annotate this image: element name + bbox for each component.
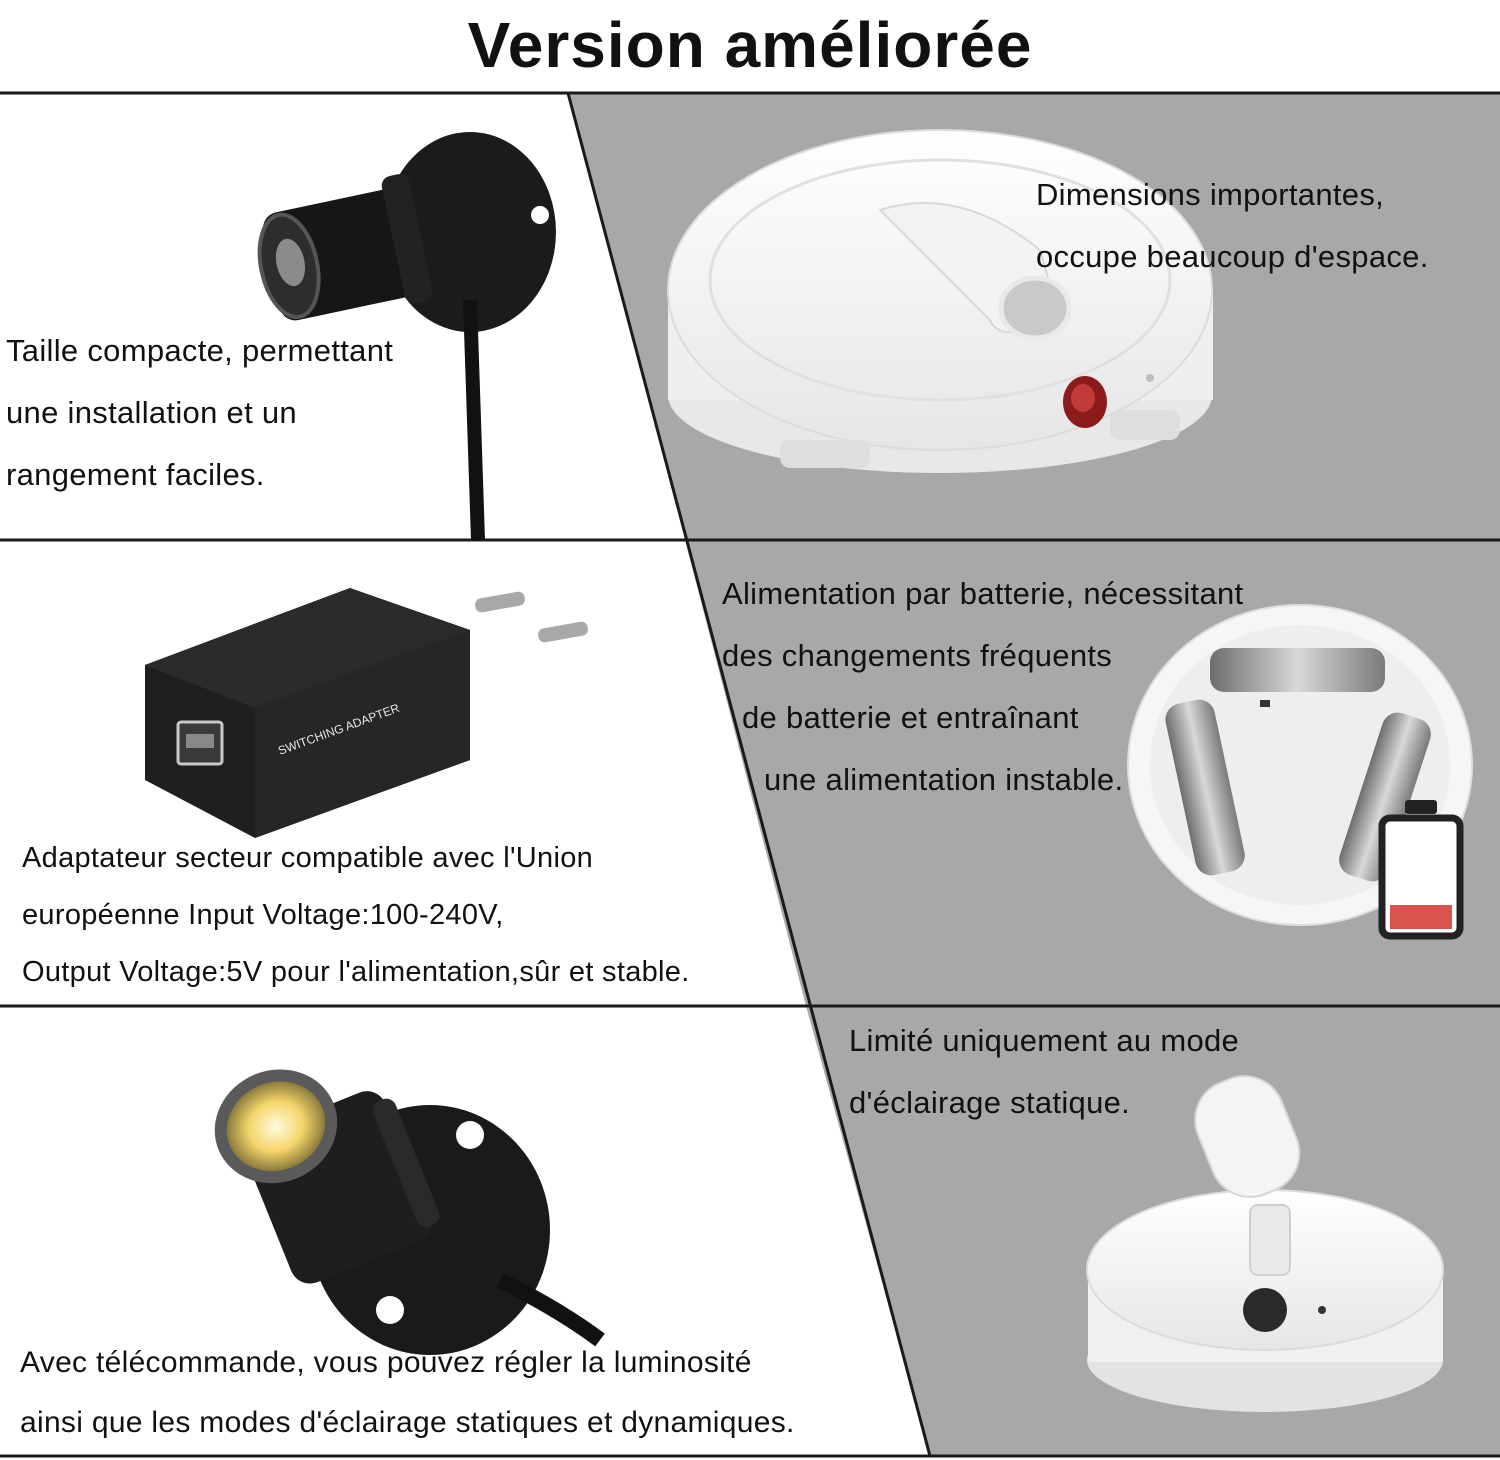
text-line: Adaptateur secteur compatible avec l'Uni… xyxy=(22,842,594,874)
battery-low-icon xyxy=(1378,800,1464,940)
text-line: de batterie et entraînant xyxy=(742,700,1079,735)
row-3-left-text: Avec télécommande, vous pouvez régler la… xyxy=(20,1333,795,1453)
puck-spotlight-icon xyxy=(1086,1075,1444,1412)
text-line: des changements fréquents xyxy=(722,638,1113,673)
text-line: Taille compacte, permettant xyxy=(6,333,394,368)
text-line: ainsi que les modes d'éclairage statique… xyxy=(20,1406,795,1439)
mini-spotlight-black-icon xyxy=(257,132,556,541)
text-line: rangement faciles. xyxy=(6,457,265,492)
text-line: Limité uniquement au mode xyxy=(849,1023,1240,1058)
row-2-left-text: Adaptateur secteur compatible avec l'Uni… xyxy=(22,830,690,1001)
eu-usb-adapter-icon: SWITCHING ADAPTER xyxy=(145,588,588,838)
text-line: d'éclairage statique. xyxy=(849,1085,1131,1120)
text-line: une installation et un xyxy=(6,395,297,430)
lit-spotlight-icon xyxy=(214,1069,605,1355)
battery-compartment-icon xyxy=(1127,604,1473,926)
row-2-right-text: Alimentation par batterie, nécessitant d… xyxy=(722,563,1243,811)
row-1-right-text: Dimensions importantes, occupe beaucoup … xyxy=(1036,164,1429,288)
page-title: Version améliorée xyxy=(467,9,1033,81)
text-line: une alimentation instable. xyxy=(764,762,1124,797)
text-line: occupe beaucoup d'espace. xyxy=(1036,239,1429,274)
text-line: Output Voltage:5V pour l'alimentation,sû… xyxy=(22,956,690,988)
text-line: européenne Input Voltage:100-240V, xyxy=(22,899,504,931)
text-line: Alimentation par batterie, nécessitant xyxy=(722,576,1244,611)
row-1-left-text: Taille compacte, permettant une installa… xyxy=(6,320,393,506)
row-3-right-text: Limité uniquement au mode d'éclairage st… xyxy=(849,1010,1239,1134)
text-line: Avec télécommande, vous pouvez régler la… xyxy=(20,1346,752,1379)
text-line: Dimensions importantes, xyxy=(1036,177,1385,212)
round-battery-light-icon xyxy=(667,129,1213,473)
